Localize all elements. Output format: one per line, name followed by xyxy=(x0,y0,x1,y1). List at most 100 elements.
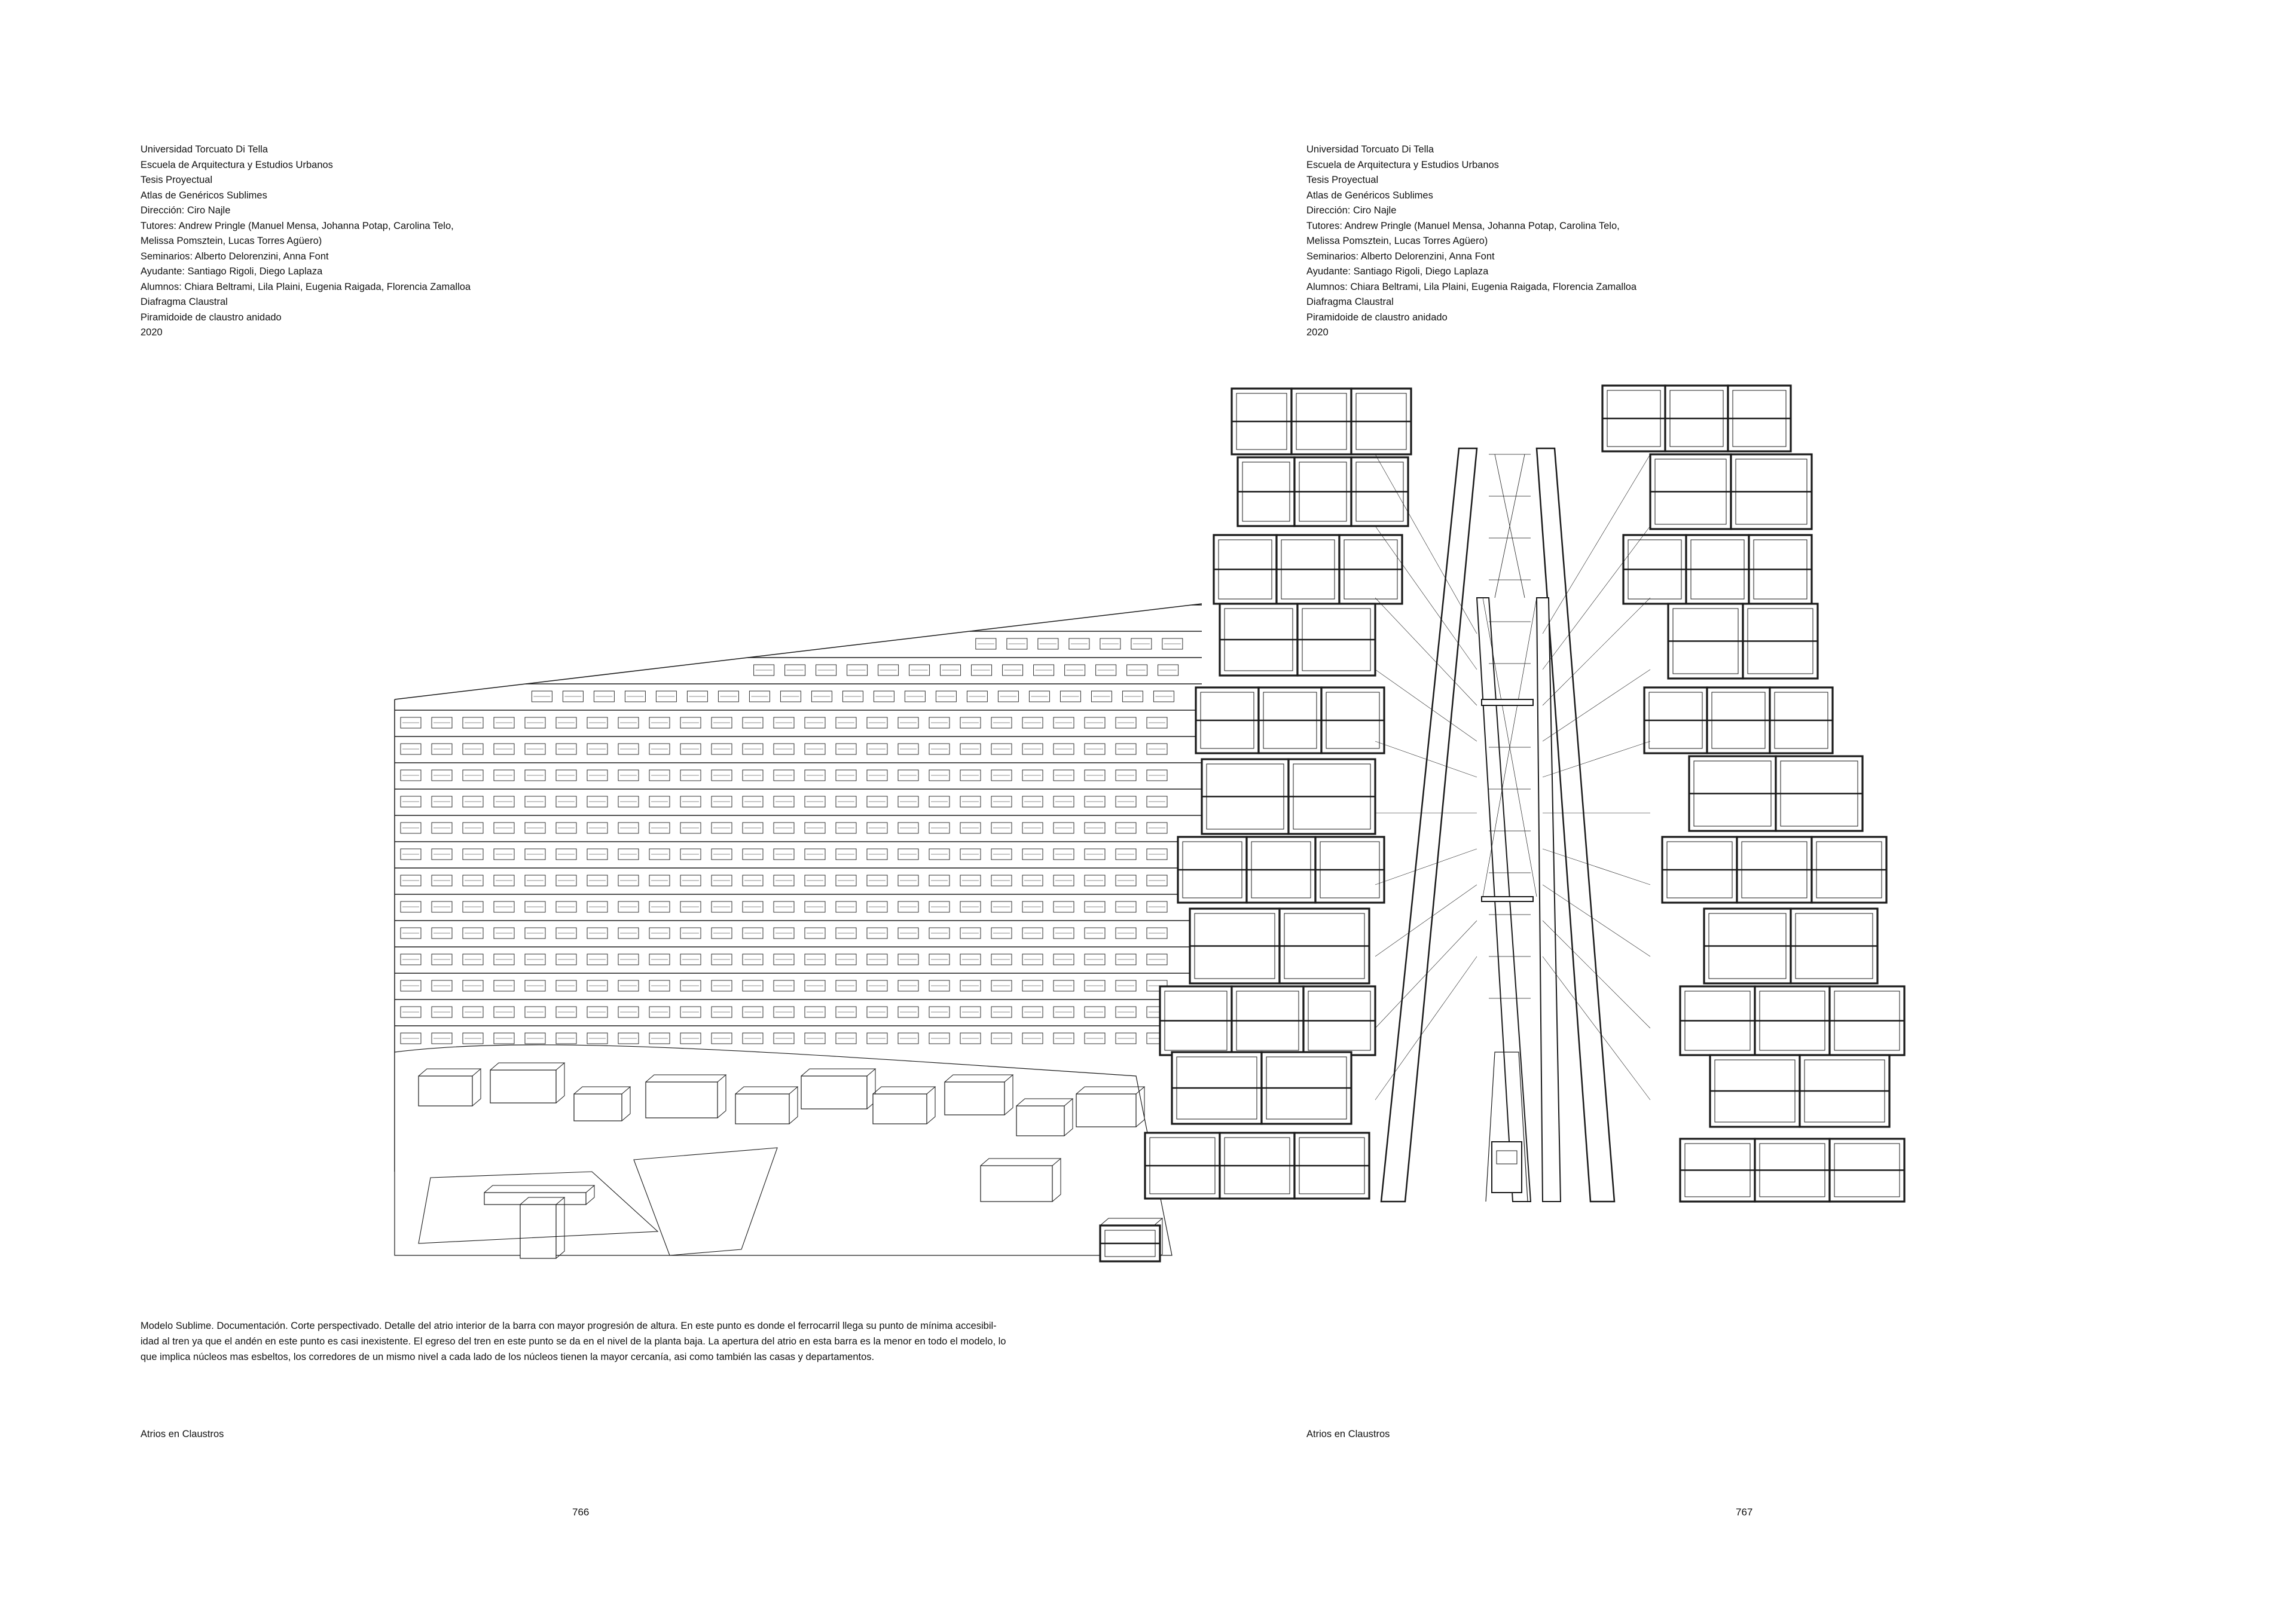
window xyxy=(1084,953,1106,965)
window xyxy=(1084,822,1106,834)
window xyxy=(493,980,515,992)
credit-line: Diafragma Claustral xyxy=(141,297,228,307)
window xyxy=(618,1032,639,1044)
window xyxy=(587,901,608,913)
window xyxy=(555,769,577,781)
window xyxy=(493,743,515,755)
window xyxy=(835,875,857,887)
window xyxy=(897,901,919,913)
window xyxy=(997,690,1019,702)
window xyxy=(624,690,646,702)
window xyxy=(804,980,826,992)
window xyxy=(773,953,795,965)
window xyxy=(493,1006,515,1018)
window xyxy=(524,875,546,887)
window xyxy=(897,1006,919,1018)
left-cantilevered-tower xyxy=(1099,387,1412,1263)
building-volume-edge xyxy=(980,1158,1062,1202)
window xyxy=(618,875,639,887)
credit-line: Tutores: Andrew Pringle (Manuel Mensa, J… xyxy=(141,220,454,231)
window xyxy=(649,901,670,913)
window xyxy=(1033,664,1055,676)
window xyxy=(555,875,577,887)
window xyxy=(400,953,422,965)
window xyxy=(816,664,837,676)
window xyxy=(1146,796,1168,808)
window xyxy=(835,717,857,729)
window xyxy=(897,796,919,808)
window xyxy=(431,980,453,992)
window xyxy=(929,1006,950,1018)
window xyxy=(804,901,826,913)
window xyxy=(649,953,670,965)
window xyxy=(1100,638,1121,650)
window xyxy=(960,743,981,755)
window xyxy=(866,796,888,808)
window xyxy=(462,980,484,992)
window xyxy=(1146,743,1168,755)
window xyxy=(1115,927,1137,939)
window xyxy=(431,875,453,887)
window xyxy=(742,743,764,755)
window xyxy=(680,848,701,860)
window xyxy=(1022,953,1043,965)
window xyxy=(960,980,981,992)
window xyxy=(1022,1032,1043,1044)
window xyxy=(400,927,422,939)
window xyxy=(400,743,422,755)
window xyxy=(587,822,608,834)
window xyxy=(929,822,950,834)
building-volume xyxy=(418,1075,473,1107)
window xyxy=(971,664,993,676)
window xyxy=(400,769,422,781)
window xyxy=(742,769,764,781)
window xyxy=(462,1032,484,1044)
window xyxy=(897,769,919,781)
window xyxy=(524,717,546,729)
window xyxy=(431,953,453,965)
window xyxy=(649,875,670,887)
window xyxy=(493,1032,515,1044)
window xyxy=(804,743,826,755)
window xyxy=(587,717,608,729)
window xyxy=(493,848,515,860)
window xyxy=(555,796,577,808)
window xyxy=(773,769,795,781)
window xyxy=(742,980,764,992)
window xyxy=(1146,717,1168,729)
window xyxy=(866,822,888,834)
window xyxy=(400,875,422,887)
window xyxy=(866,743,888,755)
caption-line: Modelo Sublime. Documentación. Corte per… xyxy=(141,1321,997,1331)
window xyxy=(555,980,577,992)
window xyxy=(680,769,701,781)
window xyxy=(1084,901,1106,913)
window xyxy=(462,717,484,729)
building-volume-edge xyxy=(645,1074,727,1118)
window xyxy=(400,980,422,992)
window xyxy=(1022,901,1043,913)
window xyxy=(991,717,1012,729)
central-atrium-core xyxy=(1375,447,1651,1203)
window xyxy=(618,796,639,808)
window xyxy=(960,927,981,939)
window xyxy=(649,927,670,939)
window xyxy=(431,927,453,939)
credit-line: Piramidoide de claustro anidado xyxy=(141,311,282,323)
window xyxy=(866,953,888,965)
window xyxy=(804,953,826,965)
window xyxy=(878,664,899,676)
window xyxy=(866,769,888,781)
credit-line: Seminarios: Alberto Delorenzini, Anna Fo… xyxy=(1306,250,1495,262)
window xyxy=(1053,953,1074,965)
window xyxy=(804,769,826,781)
train-window xyxy=(1496,1150,1518,1164)
window xyxy=(587,1032,608,1044)
window xyxy=(1084,1032,1106,1044)
window xyxy=(524,743,546,755)
credit-line: Universidad Torcuato Di Tella xyxy=(141,144,268,155)
window xyxy=(1126,664,1148,676)
window xyxy=(431,717,453,729)
window xyxy=(1084,875,1106,887)
window xyxy=(1028,690,1050,702)
